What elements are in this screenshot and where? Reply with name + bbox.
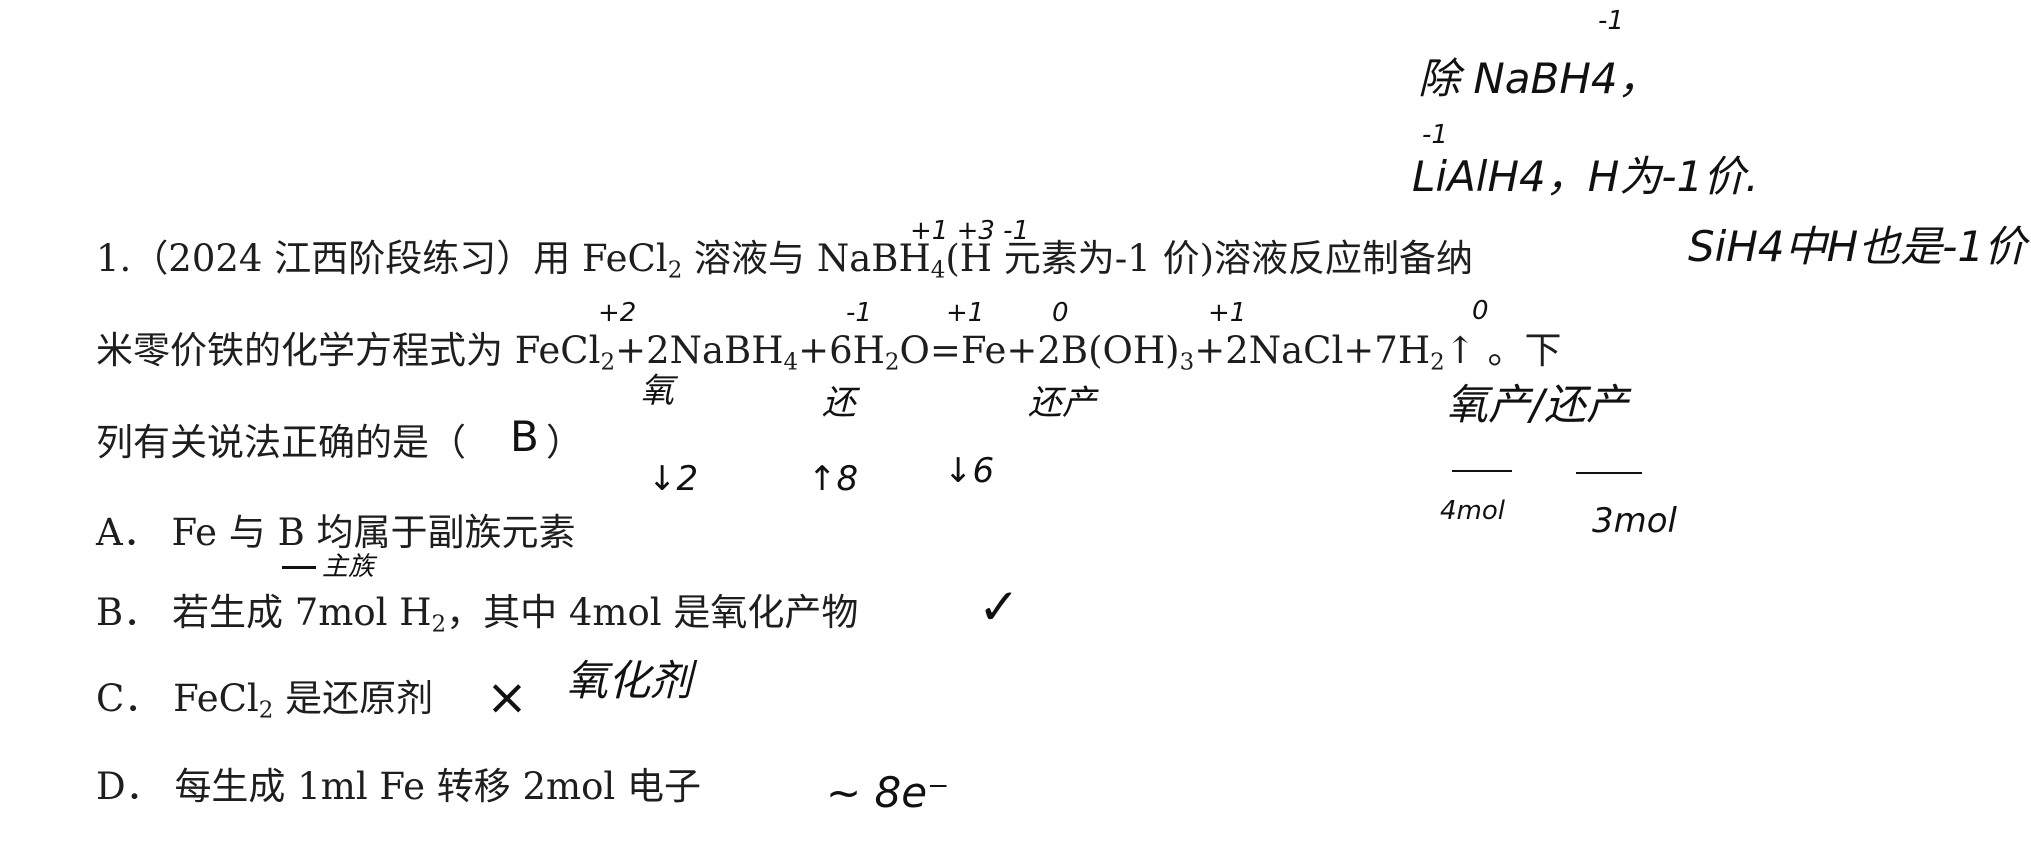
option-a: A． Fe 与 B 均属于副族元素 [96, 511, 576, 554]
question-line-2: 米零价铁的化学方程式为 FeCl2+2NaBH4+6H2O=Fe+2B(OH)3… [96, 329, 1562, 376]
question-number: 1. [96, 237, 132, 280]
option-letter: A． [96, 511, 160, 554]
hw-delta-h: ↓6 [944, 451, 995, 491]
option-d: D． 每生成 1ml Fe 转移 2mol 电子 [96, 765, 701, 808]
check-icon: ✓ [978, 578, 1020, 636]
hw-top-right-note-1: 除 NaBH4， [1418, 54, 1660, 103]
hw-main-group-dash [282, 566, 316, 569]
hw-fe-product-charge: 0 [1052, 298, 1069, 328]
question-source: （2024 江西阶段练习） [131, 237, 534, 280]
hw-under-fe: 还产 [1028, 383, 1096, 423]
option-letter: D． [96, 765, 163, 808]
hw-underline-red [1576, 472, 1642, 474]
hw-answer: B [510, 412, 539, 461]
option-letter: B． [96, 591, 161, 634]
hw-delta-b: ↑8 [808, 459, 859, 499]
hw-mol-ox: 4mol [1440, 496, 1505, 526]
option-c: C． FeCl2 是还原剂 [96, 677, 434, 724]
hw-oxidant-note: 氧化剂 [566, 656, 693, 705]
hw-top-mark-1: -1 [1598, 6, 1624, 36]
hw-h2-charge: 0 [1472, 296, 1489, 326]
hw-oh-charge: +1 [1208, 298, 1247, 328]
hw-top-mark-2: -1 [1422, 120, 1448, 150]
option-b: B． 若生成 7mol H2，其中 4mol 是氧化产物 [96, 591, 859, 638]
hw-electrons: ~ 8e⁻ [826, 768, 950, 817]
hw-right-note: SiH4中H也是-1价 [1688, 222, 2027, 271]
hw-h-charge: -1 [846, 298, 872, 328]
question-line-1: 1.（2024 江西阶段练习）用 FeCl2 溶液与 NaBH4(H 元素为-1… [96, 237, 1474, 284]
hw-h2o-charge: +1 [946, 298, 985, 328]
hw-under-h2: 氧产/还产 [1446, 380, 1629, 429]
chemical-equation: FeCl2+2NaBH4+6H2O=Fe+2B(OH)3+2NaCl+7H2↑ … [514, 329, 1562, 376]
hw-top-right-note-2: LiAlH4，H为-1价. [1412, 152, 1759, 201]
hw-main-group-note: 主族 [322, 552, 375, 582]
cross-icon: × [486, 668, 528, 726]
hw-underline-ox [1452, 470, 1512, 472]
option-letter: C． [96, 677, 162, 720]
hw-nabh4-charges: +1 +3 -1 [910, 216, 1030, 246]
hw-mol-red: 3mol [1592, 501, 1677, 541]
question-line-3: 列有关说法正确的是（） [96, 421, 583, 464]
hw-under-fecl2: 氧 [640, 371, 674, 411]
hw-delta-fe: ↓2 [648, 459, 699, 499]
hw-under-nabh4: 还 [822, 383, 856, 423]
hw-fe-charge: +2 [598, 298, 637, 328]
